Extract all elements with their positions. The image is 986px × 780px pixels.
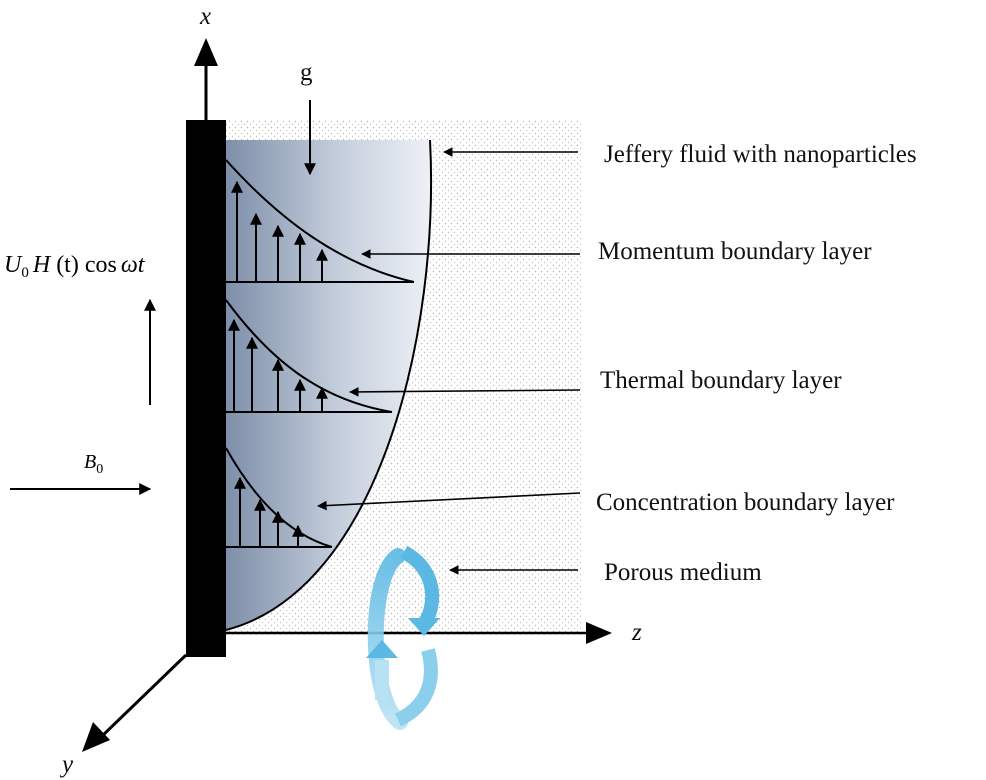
x-axis-arrowhead bbox=[194, 38, 218, 66]
momentum-profile bbox=[225, 159, 415, 283]
boundary-curve bbox=[225, 139, 433, 631]
porous-label: Porous medium bbox=[604, 559, 762, 586]
y-axis-arrowhead bbox=[82, 722, 110, 752]
thermal-profile bbox=[225, 299, 393, 413]
rotation-ring-icon bbox=[366, 545, 440, 730]
concentration-label: Concentration boundary layer bbox=[596, 489, 895, 516]
momentum-label: Momentum boundary layer bbox=[598, 238, 872, 265]
x-axis-label: x bbox=[199, 3, 211, 30]
fluid-label: Jeffery fluid with nanoparticles bbox=[604, 141, 917, 168]
y-axis-line bbox=[98, 653, 188, 740]
thermal-pointer-arrow bbox=[349, 387, 581, 397]
y-axis-label: y bbox=[59, 751, 74, 778]
vertical-plate bbox=[186, 120, 226, 657]
thermal-label: Thermal boundary layer bbox=[600, 367, 842, 394]
magnetic-field-label: B0 bbox=[84, 451, 103, 477]
concentration-profile bbox=[225, 447, 333, 548]
concentration-pointer-arrow bbox=[317, 492, 581, 511]
gravity-label: g bbox=[300, 59, 313, 86]
z-axis-arrowhead bbox=[586, 622, 612, 644]
z-axis-label: z bbox=[631, 619, 642, 646]
